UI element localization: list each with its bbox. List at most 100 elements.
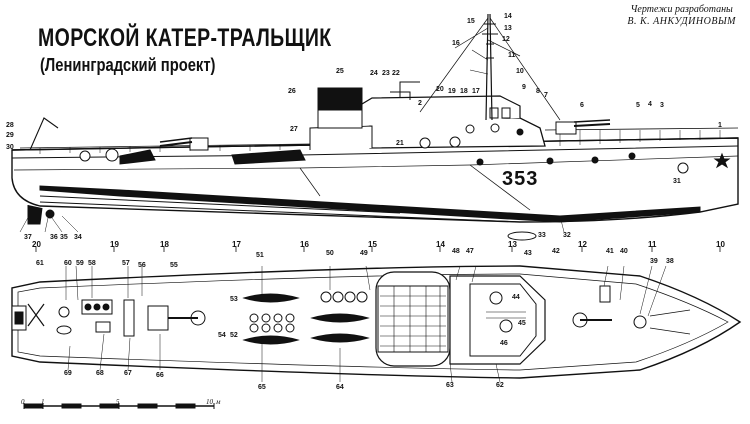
callout-15: 15 [467,18,475,25]
callout-43: 43 [524,250,532,257]
callout-41: 41 [606,248,614,255]
callout-2: 2 [418,100,422,107]
callout-34: 34 [74,234,82,241]
callout-58: 58 [88,260,96,267]
depth-charges [81,291,368,333]
callout-51: 51 [256,252,264,259]
scale-tick-10: 10 [206,398,213,406]
plan-view [11,265,742,383]
station-13: 13 [508,240,517,249]
station-19: 19 [110,240,119,249]
callout-33: 33 [538,232,546,239]
hull-plan [11,265,742,379]
callout-26: 26 [288,88,296,95]
callout-36: 36 [50,234,58,241]
station-11: 11 [648,240,657,249]
scale-tick-1: 1 [41,398,45,406]
credit-line-1: Чертежи разработаны [630,4,733,15]
station-ticks [35,246,721,252]
callout-17: 17 [472,88,480,95]
rigging [419,17,561,121]
callout-62: 62 [496,382,504,389]
callout-19: 19 [448,88,456,95]
stern-davit [29,117,59,151]
callout-63: 63 [446,382,454,389]
callout-32: 32 [563,232,571,239]
gun-fore [555,119,611,135]
callout-61: 61 [36,260,44,267]
callout-59: 59 [76,260,84,267]
railing-fore [544,127,739,131]
callout-22: 22 [392,70,400,77]
callout-6: 6 [580,102,584,109]
callout-30: 30 [6,144,14,151]
gun-aft [159,137,209,151]
callout-3: 3 [660,102,664,109]
callout-52: 52 [230,332,238,339]
callout-11: 11 [508,52,516,59]
side-view [11,13,739,241]
scale-tick-0: 0 [21,398,25,406]
station-14: 14 [436,240,445,249]
rudder [27,205,43,225]
callout-45: 45 [518,320,526,327]
waterline-band [39,185,701,223]
credit-line-2: В. К. АНКУДИНОВЫМ [627,16,736,27]
station-16: 16 [300,240,309,249]
callout-10: 10 [516,68,524,75]
callout-68: 68 [96,370,104,377]
callout-50: 50 [326,250,334,257]
callout-8: 8 [536,88,540,95]
callout-31: 31 [673,178,681,185]
callout-55: 55 [170,262,178,269]
callout-53: 53 [230,296,238,303]
callout-9: 9 [522,84,526,91]
callout-18: 18 [460,88,468,95]
callout-60: 60 [64,260,72,267]
callout-69: 69 [64,370,72,377]
callout-48: 48 [452,248,460,255]
callout-42: 42 [552,248,560,255]
drawing-subtitle: (Ленинградский проект) [40,55,216,75]
station-10: 10 [716,240,725,249]
station-12: 12 [578,240,587,249]
cabin-dark [317,87,363,111]
callout-21: 21 [396,140,404,147]
callout-46: 46 [500,340,508,347]
callout-29: 29 [6,132,14,139]
callout-5: 5 [636,102,640,109]
callout-12: 12 [502,36,510,43]
hull-number: 353 [502,168,539,190]
callout-38: 38 [666,258,674,265]
callout-37: 37 [24,234,32,241]
trawl-gear [119,149,156,165]
callout-23: 23 [382,70,390,77]
callout-25: 25 [336,68,344,75]
callout-35: 35 [60,234,68,241]
callout-49: 49 [360,250,368,257]
bow-star [713,152,731,169]
callout-28: 28 [6,122,14,129]
callout-47: 47 [466,248,474,255]
callout-39: 39 [650,258,658,265]
callout-44: 44 [512,294,520,301]
callout-56: 56 [138,262,146,269]
station-15: 15 [368,240,377,249]
callout-14: 14 [504,13,512,20]
propeller [45,209,55,219]
callout-20: 20 [436,86,444,93]
author-credit: Чертежи разработаны В. К. АНКУДИНОВЫМ [627,4,736,28]
callout-13: 13 [504,25,512,32]
scale-unit: м [216,398,221,406]
drawing-title: МОРСКОЙ КАТЕР-ТРАЛЬЩИК [38,24,332,52]
callout-54: 54 [218,332,226,339]
scale-bar [23,403,215,409]
station-20: 20 [32,240,41,249]
station-18: 18 [160,240,169,249]
callout-64: 64 [336,384,344,391]
callout-27: 27 [290,126,298,133]
callout-65: 65 [258,384,266,391]
sweep-floats [242,293,370,345]
callout-40: 40 [620,248,628,255]
